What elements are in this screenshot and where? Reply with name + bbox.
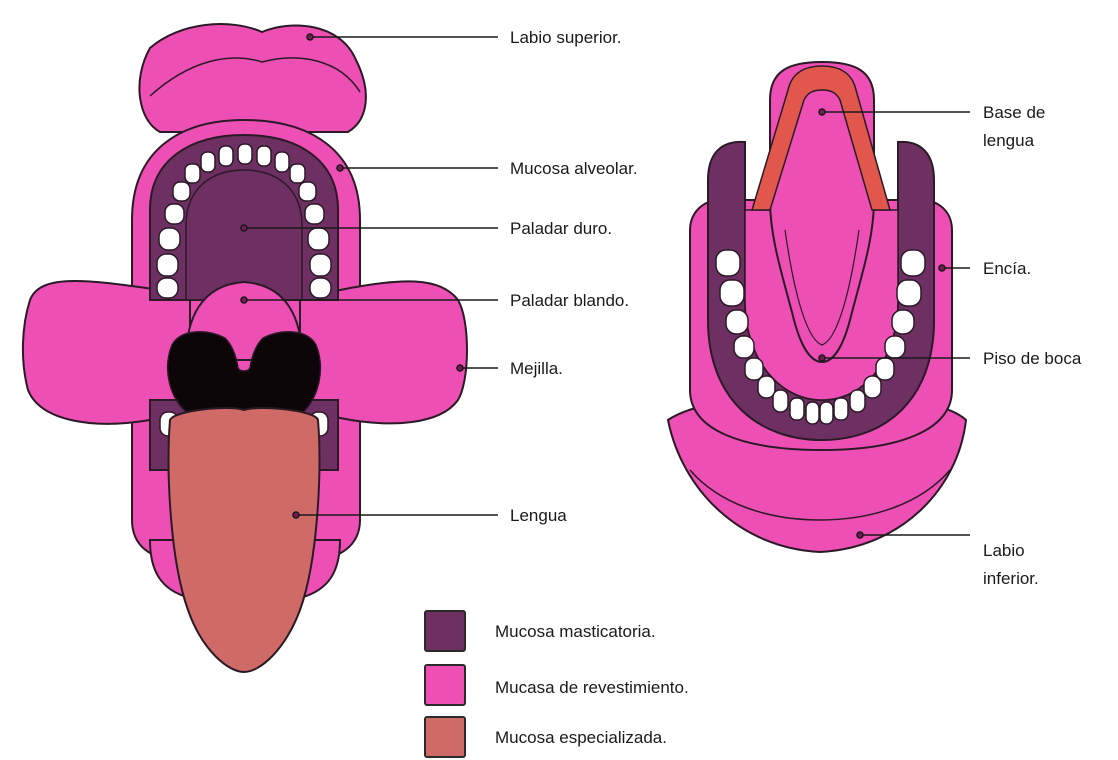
tooth bbox=[820, 402, 833, 424]
tooth bbox=[165, 204, 184, 224]
legend-swatch-masticatoria bbox=[424, 610, 466, 652]
tooth bbox=[157, 278, 178, 298]
leader-dot bbox=[857, 532, 863, 538]
tooth bbox=[901, 250, 925, 276]
label-base-de-lengua-line2: lengua bbox=[983, 127, 1034, 154]
leader-dot bbox=[939, 265, 945, 271]
label-mucosa-alveolar: Mucosa alveolar. bbox=[510, 155, 638, 182]
legend-label-revestimiento: Mucasa de revestimiento. bbox=[495, 678, 689, 698]
tooth bbox=[758, 376, 775, 398]
tooth bbox=[310, 254, 331, 276]
tooth bbox=[876, 358, 894, 380]
leader-dot bbox=[337, 165, 343, 171]
tooth bbox=[716, 250, 740, 276]
tooth bbox=[806, 402, 819, 424]
label-labio-superior: Labio superior. bbox=[510, 24, 622, 51]
tooth bbox=[834, 398, 848, 420]
tooth bbox=[773, 390, 788, 412]
legend-label-masticatoria: Mucosa masticatoria. bbox=[495, 622, 656, 642]
tooth bbox=[745, 358, 763, 380]
tooth bbox=[159, 228, 180, 250]
tooth bbox=[238, 144, 252, 164]
tooth bbox=[157, 254, 178, 276]
tooth bbox=[734, 336, 754, 358]
leader-dot bbox=[819, 355, 825, 361]
leader-dot bbox=[293, 512, 299, 518]
tooth bbox=[275, 152, 289, 172]
label-piso-de-boca: Piso de boca bbox=[983, 345, 1081, 372]
tooth bbox=[219, 146, 233, 166]
tooth bbox=[299, 182, 316, 201]
tooth bbox=[201, 152, 215, 172]
tooth bbox=[257, 146, 271, 166]
tooth bbox=[726, 310, 748, 334]
label-paladar-duro: Paladar duro. bbox=[510, 215, 612, 242]
tooth bbox=[308, 228, 329, 250]
label-encia: Encía. bbox=[983, 255, 1031, 282]
label-lengua: Lengua bbox=[510, 502, 567, 529]
tongue bbox=[169, 408, 320, 672]
tooth bbox=[290, 164, 305, 183]
tooth bbox=[185, 164, 200, 183]
legend-label-especializada: Mucosa especializada. bbox=[495, 728, 667, 748]
leader-dot bbox=[457, 365, 463, 371]
label-base-de-lengua-line1: Base de bbox=[983, 99, 1045, 126]
label-paladar-blando: Paladar blando. bbox=[510, 287, 629, 314]
hard-palate bbox=[186, 170, 302, 300]
lower-mouth-figure bbox=[668, 62, 966, 552]
legend-swatch-especializada bbox=[424, 716, 466, 758]
label-labio-inferior-line2: inferior. bbox=[983, 565, 1039, 592]
legend-swatch-revestimiento bbox=[424, 664, 466, 706]
label-mejilla: Mejilla. bbox=[510, 355, 563, 382]
leader-dot bbox=[307, 34, 313, 40]
leader-dot bbox=[241, 225, 247, 231]
leader-dot bbox=[241, 297, 247, 303]
tooth bbox=[897, 280, 921, 306]
tooth bbox=[892, 310, 914, 334]
leader-dot bbox=[819, 109, 825, 115]
upper-mouth-figure bbox=[23, 24, 467, 672]
label-labio-inferior-line1: Labio bbox=[983, 537, 1025, 564]
tooth bbox=[173, 182, 190, 201]
tooth bbox=[850, 390, 865, 412]
tooth bbox=[790, 398, 804, 420]
tooth bbox=[864, 376, 881, 398]
tooth bbox=[310, 278, 331, 298]
tooth bbox=[885, 336, 905, 358]
tooth bbox=[305, 204, 324, 224]
tooth bbox=[720, 280, 744, 306]
